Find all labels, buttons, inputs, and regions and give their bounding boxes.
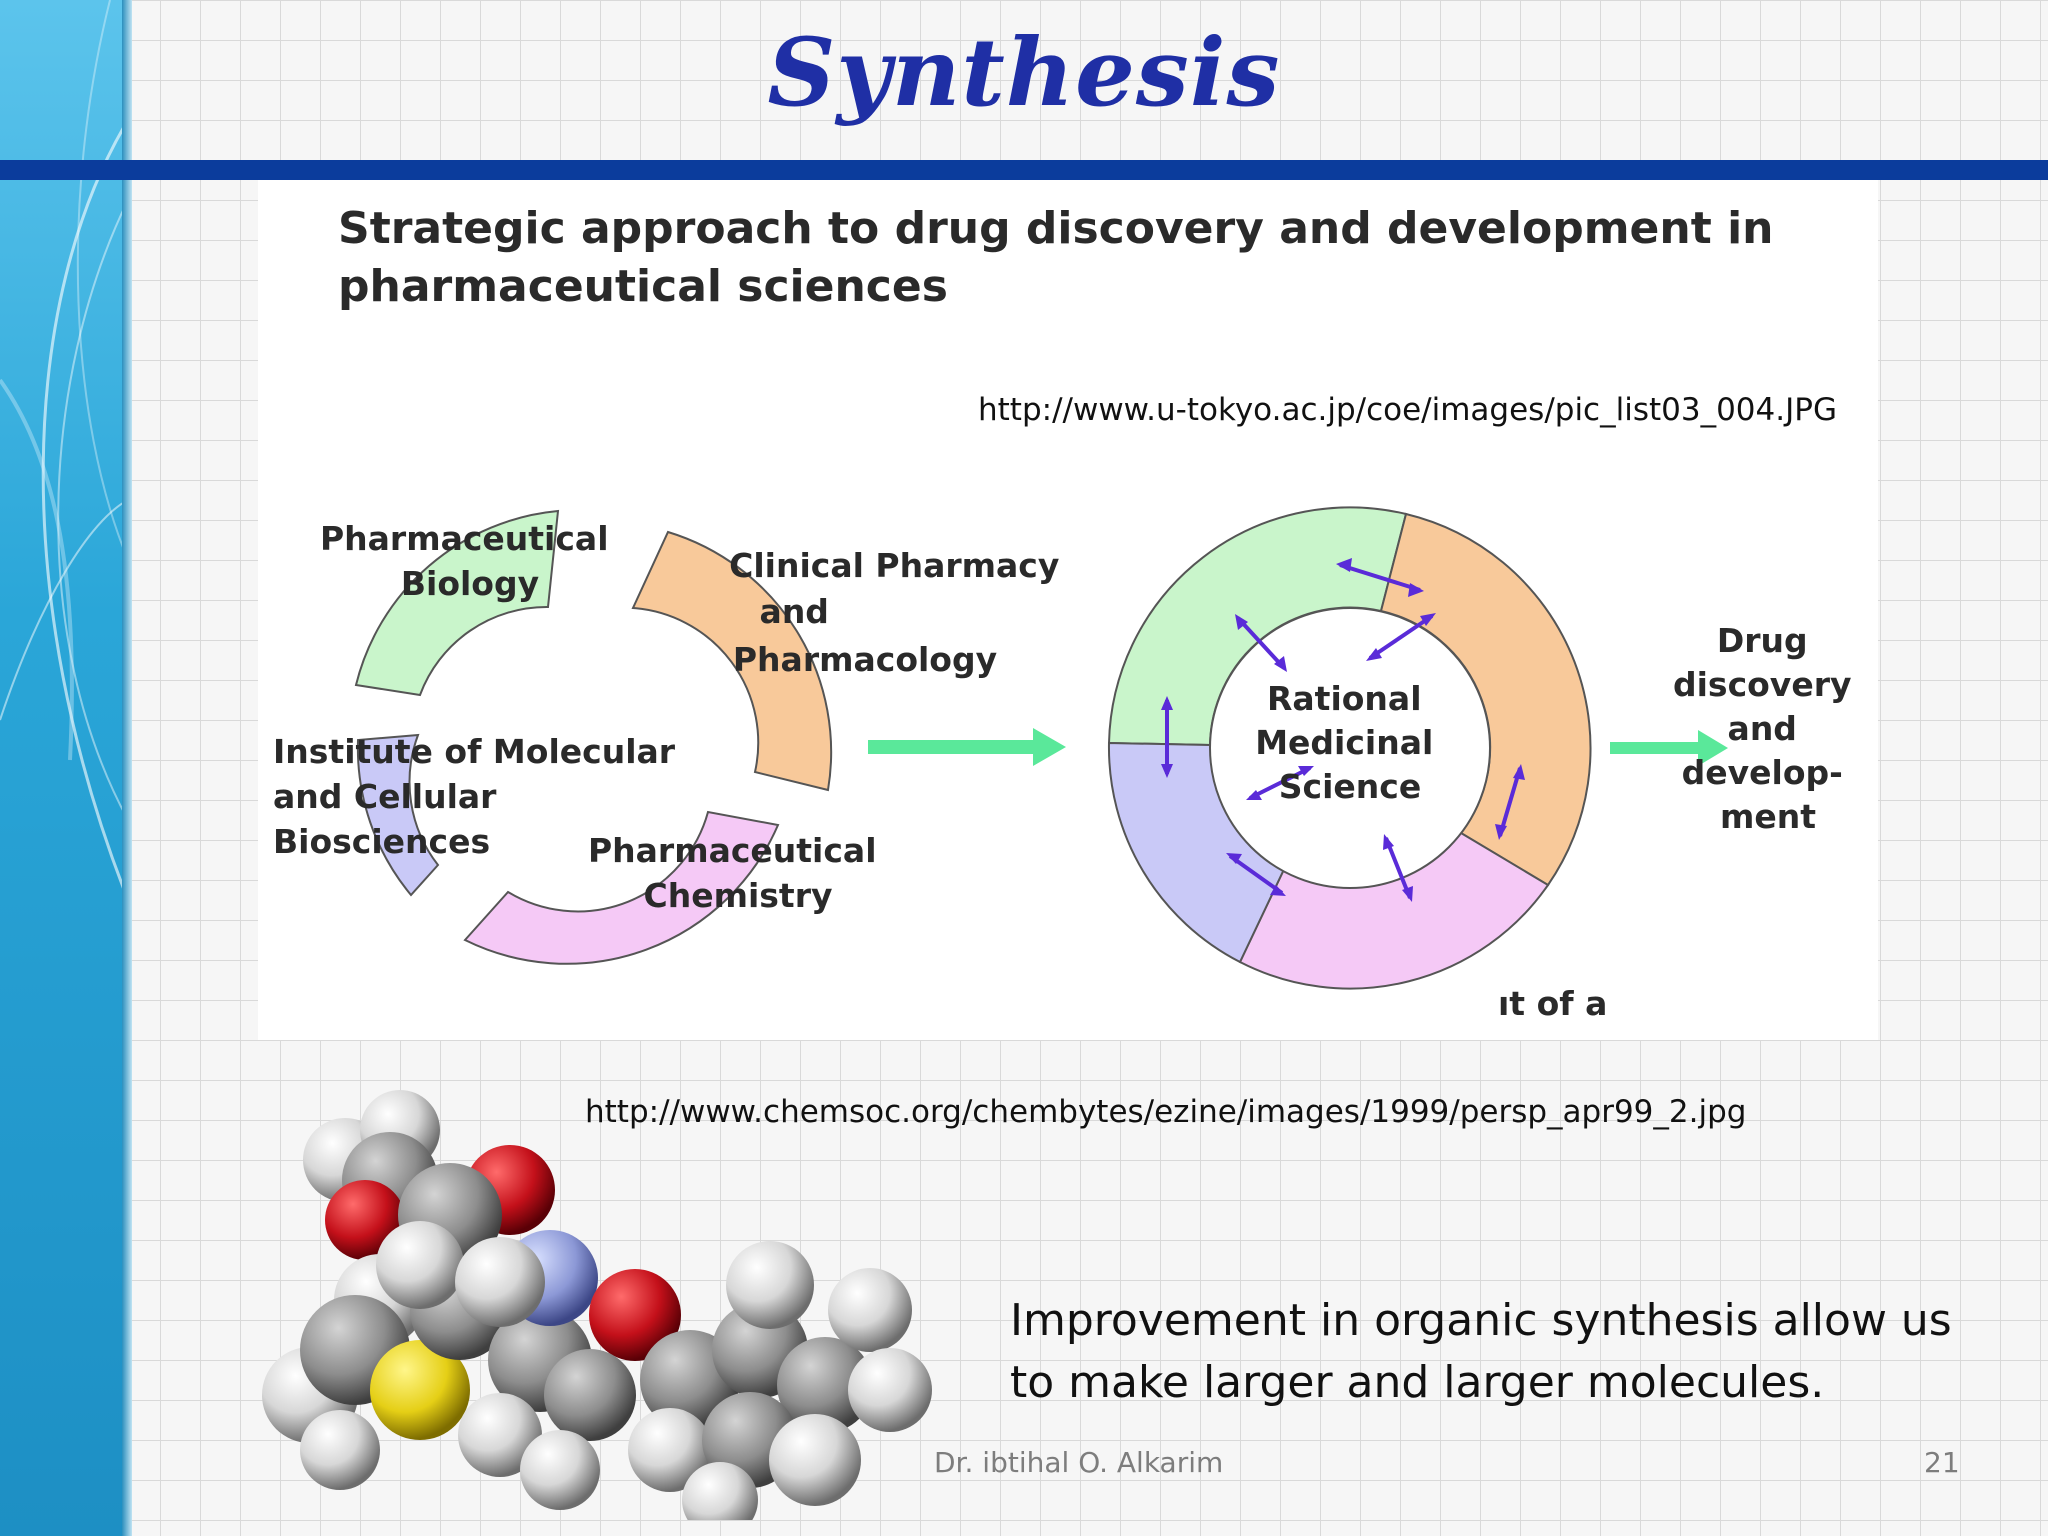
cropped-text-fragment: ıt of a — [1498, 984, 1608, 1023]
interaction-arrows — [1165, 563, 1522, 899]
slide-title: Synthesis — [767, 18, 1281, 128]
label-pharmaceutical-biology: Pharmaceutical Biology — [320, 519, 620, 603]
interaction-arrowheads — [1161, 558, 1525, 902]
drug-discovery-diagram: Pharmaceutical Biology Clinical Pharmacy… — [273, 506, 1863, 990]
space-filling-molecule-image — [262, 1090, 932, 1520]
slide-caption: Improvement in organic synthesis allow u… — [1010, 1295, 1952, 1408]
source-url-bottom[interactable]: http://www.chemsoc.org/chembytes/ezine/i… — [585, 1094, 1747, 1130]
segment-pharmaceutical-biology — [354, 509, 560, 697]
segment-pharmaceutical-chemistry — [463, 810, 780, 965]
source-url-top[interactable]: http://www.u-tokyo.ac.jp/coe/images/pic_… — [978, 392, 1837, 428]
rational-medicinal-science-ring: Rational Medicinal Science — [1107, 506, 1592, 990]
label-rational-medicinal-science: Rational Medicinal Science — [1255, 679, 1445, 806]
title-underline-bar — [0, 160, 2048, 180]
segment-clinical-pharmacy — [631, 530, 833, 792]
side-band-edge — [122, 0, 132, 1536]
segment-institute — [356, 733, 440, 897]
label-institute: Institute of Molecular and Cellular Bios… — [273, 732, 687, 861]
footer-page-number: 21 — [1924, 1446, 1960, 1479]
label-drug-discovery: Drug discovery and develop- ment — [1673, 621, 1863, 836]
flow-arrow-2 — [1610, 730, 1728, 766]
diagram-image-panel — [258, 180, 1878, 1040]
label-clinical-pharmacy: Clinical Pharmacy and Pharmacology — [729, 546, 1071, 679]
footer-author: Dr. ibtihal O. Alkarim — [934, 1446, 1224, 1479]
flow-arrow-1 — [868, 728, 1066, 766]
decorative-side-band — [0, 0, 128, 1536]
label-pharmaceutical-chemistry: Pharmaceutical Chemistry — [588, 831, 888, 915]
diagram-heading: Strategic approach to drug discovery and… — [338, 203, 1774, 312]
